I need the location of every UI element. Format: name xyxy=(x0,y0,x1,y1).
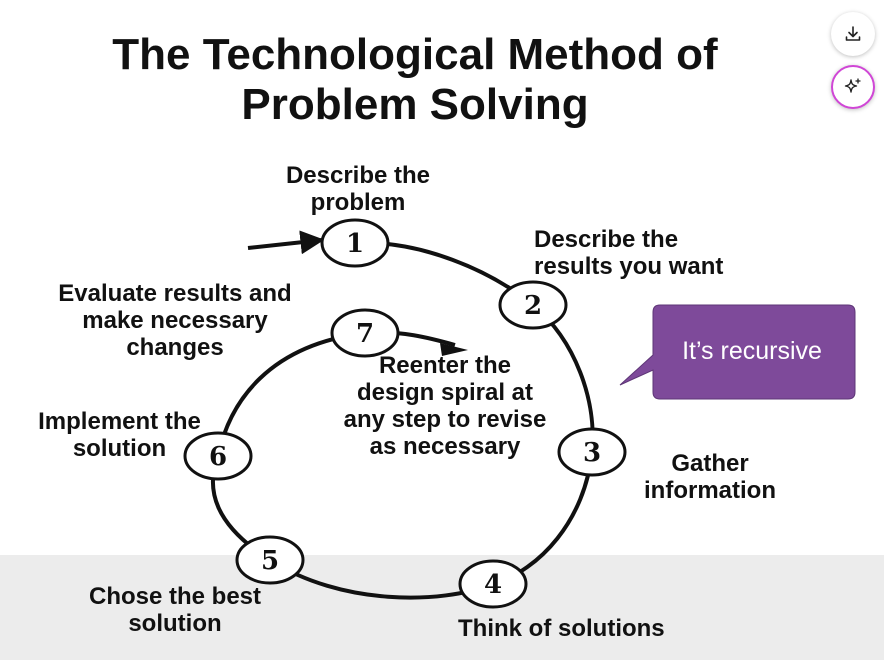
step-1-circle xyxy=(320,218,390,268)
step-2-number: 2 xyxy=(524,291,542,321)
spiral-end-arrow xyxy=(440,343,468,356)
sparkle-icon xyxy=(844,78,861,93)
step-5-label-line: solution xyxy=(128,610,222,637)
title-line-2: Problem Solving xyxy=(241,80,589,129)
step-5-label-line: Chose the best xyxy=(88,583,262,610)
step-6-label: Implement the solution xyxy=(12,408,227,462)
step-7-label-line: make necessary xyxy=(82,307,268,334)
step-3-number: 3 xyxy=(583,438,601,468)
title-line-1: The Technological Method of xyxy=(112,30,718,79)
callout-bubble xyxy=(619,304,856,400)
step-5-circle xyxy=(235,535,305,585)
step-1-label: Describe the problem xyxy=(258,162,458,216)
step-4-node: 4 xyxy=(458,559,528,609)
center-note: Reenter the design spiral at any step to… xyxy=(300,352,590,460)
step-6-label-line: solution xyxy=(72,435,167,462)
center-note-line: design spiral at xyxy=(356,379,534,406)
step-7-node: 7 xyxy=(330,308,400,358)
step-7-circle xyxy=(330,308,400,358)
magic-edit-button[interactable] xyxy=(831,65,875,109)
step-7-label-line: changes xyxy=(126,334,224,361)
step-6-label-line: Implement the xyxy=(38,408,201,435)
step-3-label-line: information xyxy=(644,477,776,504)
download-button[interactable] xyxy=(831,12,875,56)
step-7-number: 7 xyxy=(356,319,374,349)
step-4-number: 4 xyxy=(484,570,502,600)
step-2-circle xyxy=(498,280,568,330)
step-1-label-line: problem xyxy=(310,189,406,216)
step-6-node: 6 xyxy=(183,431,253,481)
step-1-number: 1 xyxy=(346,229,364,259)
step-5-node: 5 xyxy=(235,535,305,585)
step-3-label: Gather information xyxy=(620,450,800,504)
center-note-line: as necessary xyxy=(369,433,521,460)
step-2-node: 2 xyxy=(498,280,568,330)
step-4-label: Think of solutions xyxy=(458,615,665,642)
step-7-label-line: Evaluate results and xyxy=(58,280,292,307)
entry-arrow xyxy=(247,230,325,255)
download-icon xyxy=(845,26,861,41)
center-note-line: any step to revise xyxy=(343,406,547,433)
step-3-circle xyxy=(557,427,627,477)
bottom-band xyxy=(0,555,884,660)
step-1-label-line: Describe the xyxy=(285,162,431,189)
step-2-label-line: Describe the xyxy=(534,226,679,253)
center-note-line: Reenter the xyxy=(378,352,512,379)
step-2-label: Describe the results you want xyxy=(534,226,723,280)
step-2-label-line: results you want xyxy=(534,253,724,280)
step-5-label: Chose the best solution xyxy=(60,583,290,637)
step-1-node: 1 xyxy=(320,218,390,268)
step-3-node: 3 xyxy=(557,427,627,477)
step-6-circle xyxy=(183,431,253,481)
callout-text: It’s recursive xyxy=(682,337,822,365)
step-5-number: 5 xyxy=(261,546,279,576)
step-4-circle xyxy=(458,559,528,609)
step-3-label-line: Gather xyxy=(671,450,749,477)
page-title: The Technological Method of Problem Solv… xyxy=(0,30,830,130)
step-6-number: 6 xyxy=(209,442,227,472)
step-7-label: Evaluate results and make necessary chan… xyxy=(20,280,330,361)
step-4-label-line: Think of solutions xyxy=(458,615,665,642)
